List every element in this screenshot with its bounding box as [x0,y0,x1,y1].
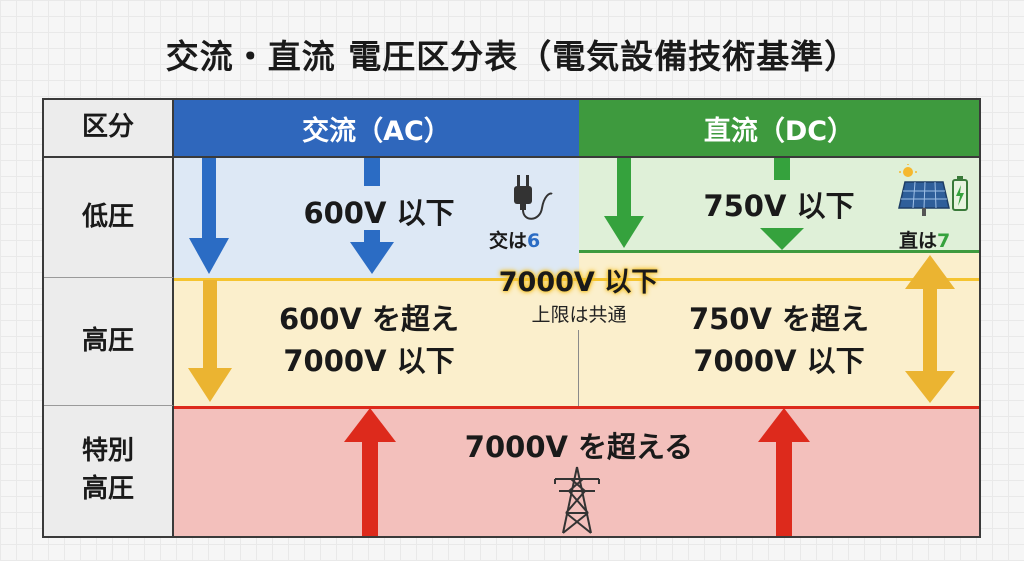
transmission-tower-icon [554,466,600,534]
row-high-label: 高圧 [44,278,174,406]
ac-hint: 交は6 [489,226,540,253]
ac-low-text: 600V 以下 [303,196,455,230]
upper-limit-value: 7000V 以下 [498,267,659,298]
page-title: 交流・直流 電圧区分表（電気設備技術基準） [165,37,859,76]
dc-hint-prefix: 直は [899,230,938,252]
high-cell [174,278,979,406]
ac-hint-prefix: 交は [489,230,528,252]
dc-header: 直流（DC） [579,100,979,158]
dc-hint-digit: 7 [937,230,951,252]
row-low-label: 低圧 [44,158,174,278]
ac-low-arrow-left [189,158,229,274]
ac-low-arrow-center [350,158,394,274]
ac-header: 交流（AC） [174,100,579,158]
dc-high-arrow [905,255,955,403]
dc-low-text: 750V 以下 [703,189,855,223]
dc-low-arrow-center [760,158,804,250]
ac-high-text-line1: 600V を超え [278,302,460,336]
dc-low-arrow-left [604,158,644,248]
ac-high-text: 600V を超え 7000V 以下 [244,298,494,382]
upper-limit-caption: 上限は共通 [531,304,627,326]
row-extra-high-label-line1: 特別 [81,436,134,467]
solar-panel-icon [898,164,968,216]
extra-high-text: 7000V を超える [464,430,694,464]
extra-high-arrow-right [758,408,810,536]
row-extra-high-label: 特別 高圧 [44,406,174,536]
ac-high-text-line2: 7000V 以下 [283,344,455,379]
ac-hint-digit: 6 [527,230,541,252]
dc-high-cell-top [579,253,979,278]
voltage-table: 区分 交流（AC） 直流（DC） 低圧 高圧 特別 高圧 600V 以下 750… [42,98,981,538]
dc-high-text: 750V を超え 7000V 以下 [654,298,904,382]
row-extra-high-label-line2: 高圧 [81,474,134,504]
ac-high-arrow [188,280,232,402]
extra-high-arrow-left [344,408,396,536]
high-divider [578,330,579,406]
dc-high-text-line1: 750V を超え [688,302,870,336]
plug-icon [514,175,553,220]
category-header: 区分 [44,100,174,158]
dc-hint: 直は7 [899,226,950,253]
dc-high-text-line2: 7000V 以下 [693,344,865,379]
